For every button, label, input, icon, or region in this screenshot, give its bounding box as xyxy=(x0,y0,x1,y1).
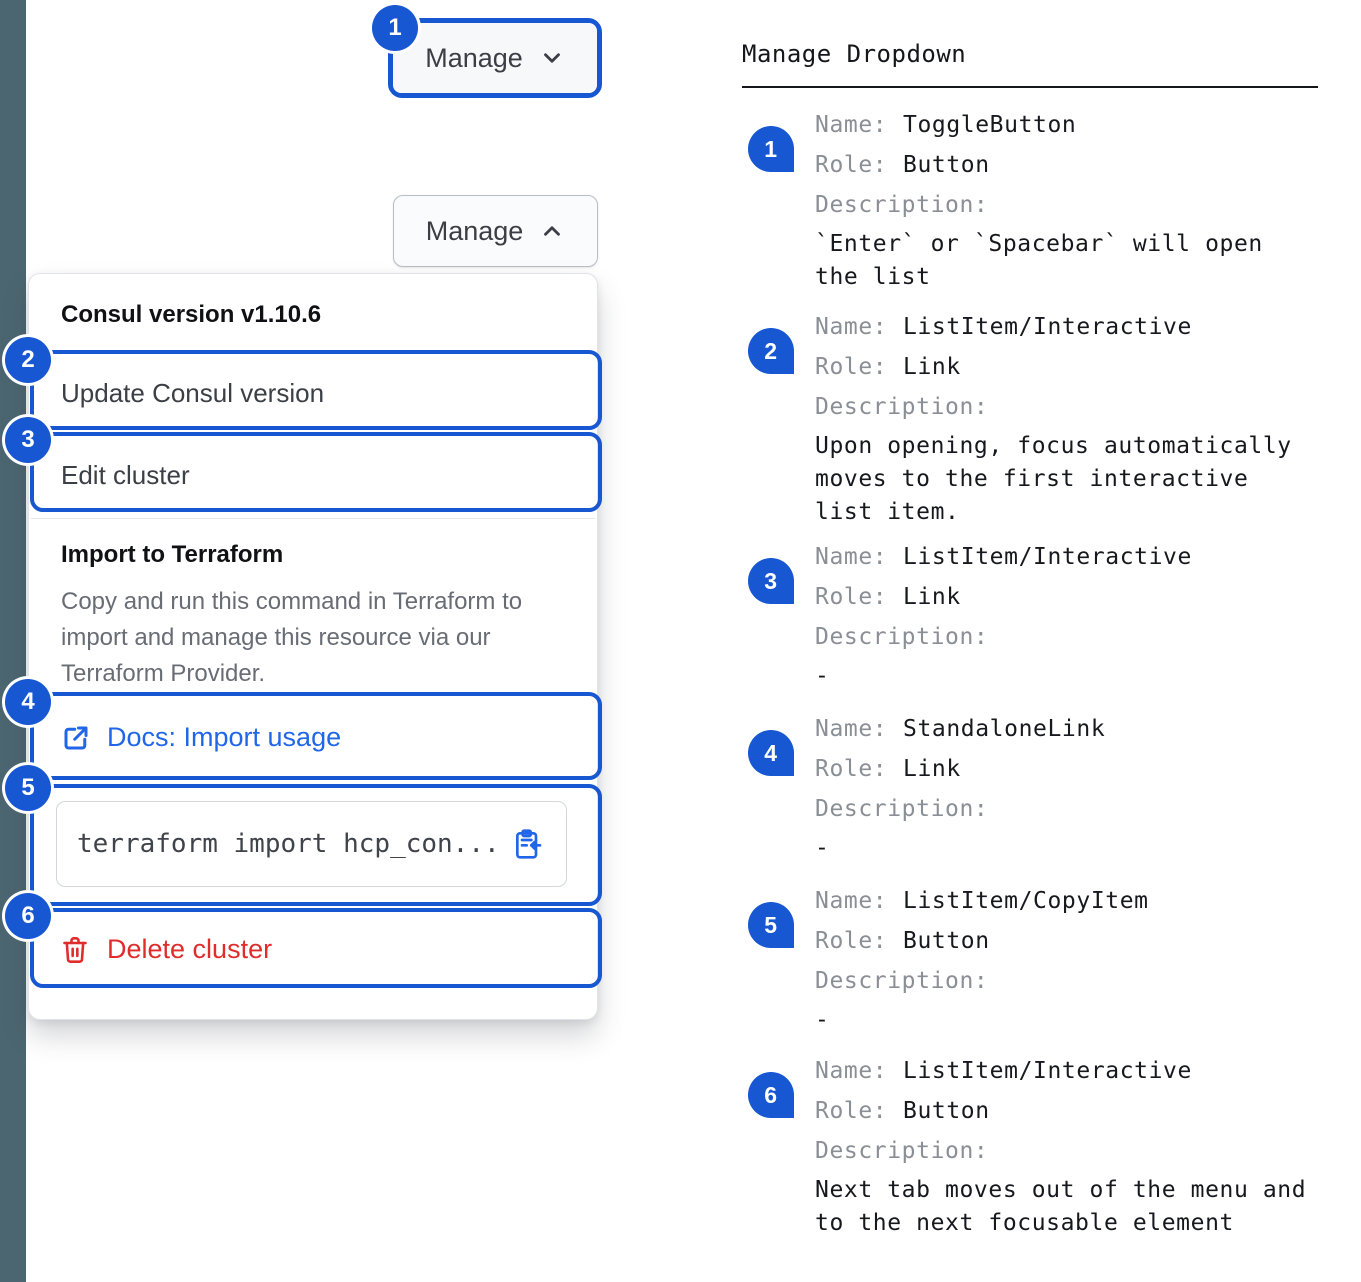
annotation-badge-1: 1 xyxy=(372,5,418,51)
description-label: Description: xyxy=(815,1138,989,1164)
legend-item-2: 2 Name: ListItem/Interactive Role: Link De… xyxy=(742,307,1342,529)
legend-item-6: 6 Name:ListItem/Interactive Role:Button … xyxy=(742,1051,1342,1240)
chevron-down-icon xyxy=(543,53,560,63)
name-value: ListItem/Interactive xyxy=(903,314,1192,340)
description-text: - xyxy=(815,1007,830,1033)
role-value: Link xyxy=(903,756,961,782)
description-label: Description: xyxy=(815,624,989,650)
legend-title: Manage Dropdown xyxy=(742,40,967,68)
description-label: Description: xyxy=(815,968,989,994)
delete-cluster-item[interactable]: Delete cluster xyxy=(61,934,272,965)
role-value: Button xyxy=(903,152,990,178)
name-label: Name: xyxy=(815,888,888,914)
role-label: Role: xyxy=(815,928,888,954)
description-text: `Enter` or `Spacebar` will open the list xyxy=(815,231,1263,290)
role-label: Role: xyxy=(815,354,888,380)
role-value: Link xyxy=(903,584,961,610)
annotation-badge-2: 2 xyxy=(5,337,51,383)
role-value: Button xyxy=(903,928,990,954)
name-value: ToggleButton xyxy=(903,112,1077,138)
manage-dropdown-menu: Consul version v1.10.6 Update Consul ver… xyxy=(28,273,598,1020)
role-label: Role: xyxy=(815,152,888,178)
manage-button-expanded-label: Manage xyxy=(425,215,524,246)
role-value: Button xyxy=(903,1098,990,1124)
name-value: StandaloneLink xyxy=(903,716,1106,742)
terraform-command-box: terraform import hcp_con... xyxy=(56,801,567,887)
name-label: Name: xyxy=(815,1058,888,1084)
legend-badge-5: 5 xyxy=(748,902,794,948)
copy-command-button[interactable] xyxy=(510,826,546,862)
legend-badge-4: 4 xyxy=(748,730,794,776)
section-divider xyxy=(31,518,595,519)
description-label: Description: xyxy=(815,192,989,218)
docs-link-label: Docs: Import usage xyxy=(107,722,342,752)
external-link-icon xyxy=(64,726,88,749)
annotation-badge-3: 3 xyxy=(5,417,51,463)
annotation-badge-5: 5 xyxy=(5,765,51,811)
sidebar-strip xyxy=(0,0,26,1282)
legend-badge-6: 6 xyxy=(748,1072,794,1118)
clipboard-copy-icon xyxy=(516,829,542,859)
legend-item-3: 3 Name: ListItem/Interactive Role: Link De… xyxy=(742,537,1342,693)
manage-button-focus-ring: Manage xyxy=(388,18,602,98)
name-label: Name: xyxy=(815,716,888,742)
description-text: - xyxy=(815,835,830,861)
legend-badge-3: 3 xyxy=(748,558,794,604)
description-text: Upon opening, focus automatically moves … xyxy=(815,433,1292,525)
menu-item-edit-cluster[interactable]: Edit cluster xyxy=(61,460,190,490)
legend-item-5: 5 Name: ListItem/CopyItem Role: Button Des… xyxy=(742,881,1342,1037)
role-label: Role: xyxy=(815,756,888,782)
docs-import-usage-link[interactable]: Docs: Import usage xyxy=(61,722,341,753)
name-label: Name: xyxy=(815,314,888,340)
import-section-description: Copy and run this command in Terraform t… xyxy=(61,588,523,687)
manage-toggle-button-expanded[interactable]: Manage xyxy=(393,195,598,267)
legend-item-4: 4 Name: StandaloneLink Role: Link Descript… xyxy=(742,709,1342,865)
manage-button-label: Manage xyxy=(425,42,523,73)
description-text: - xyxy=(815,663,830,689)
name-value: ListItem/Interactive xyxy=(903,1058,1192,1084)
description-text: Next tab moves out of the menu and to th… xyxy=(815,1177,1307,1236)
chevron-up-icon xyxy=(544,226,561,236)
name-label: Name: xyxy=(815,112,888,138)
description-label: Description: xyxy=(815,796,989,822)
legend-badge-2: 2 xyxy=(748,328,794,374)
name-value: ListItem/CopyItem xyxy=(903,888,1149,914)
annotation-badge-6: 6 xyxy=(5,893,51,939)
menu-header-consul-version: Consul version v1.10.6 xyxy=(61,301,322,328)
import-section-title: Import to Terraform xyxy=(61,541,284,568)
legend-badge-1: 1 xyxy=(748,126,794,172)
description-label: Description: xyxy=(815,394,989,420)
name-label: Name: xyxy=(815,544,888,570)
name-value: ListItem/Interactive xyxy=(903,544,1192,570)
delete-cluster-label: Delete cluster xyxy=(107,934,273,964)
role-label: Role: xyxy=(815,1098,888,1124)
legend-divider xyxy=(742,86,1318,88)
role-value: Link xyxy=(903,354,961,380)
role-label: Role: xyxy=(815,584,888,610)
manage-toggle-button[interactable]: Manage xyxy=(393,23,597,93)
menu-item-update-consul-version[interactable]: Update Consul version xyxy=(61,378,325,408)
legend-item-1: 1 Name: ToggleButton Role: Button Descript… xyxy=(742,105,1342,294)
terraform-command-text: terraform import hcp_con... xyxy=(77,829,500,859)
annotation-badge-4: 4 xyxy=(5,679,51,725)
trash-icon xyxy=(63,936,87,963)
